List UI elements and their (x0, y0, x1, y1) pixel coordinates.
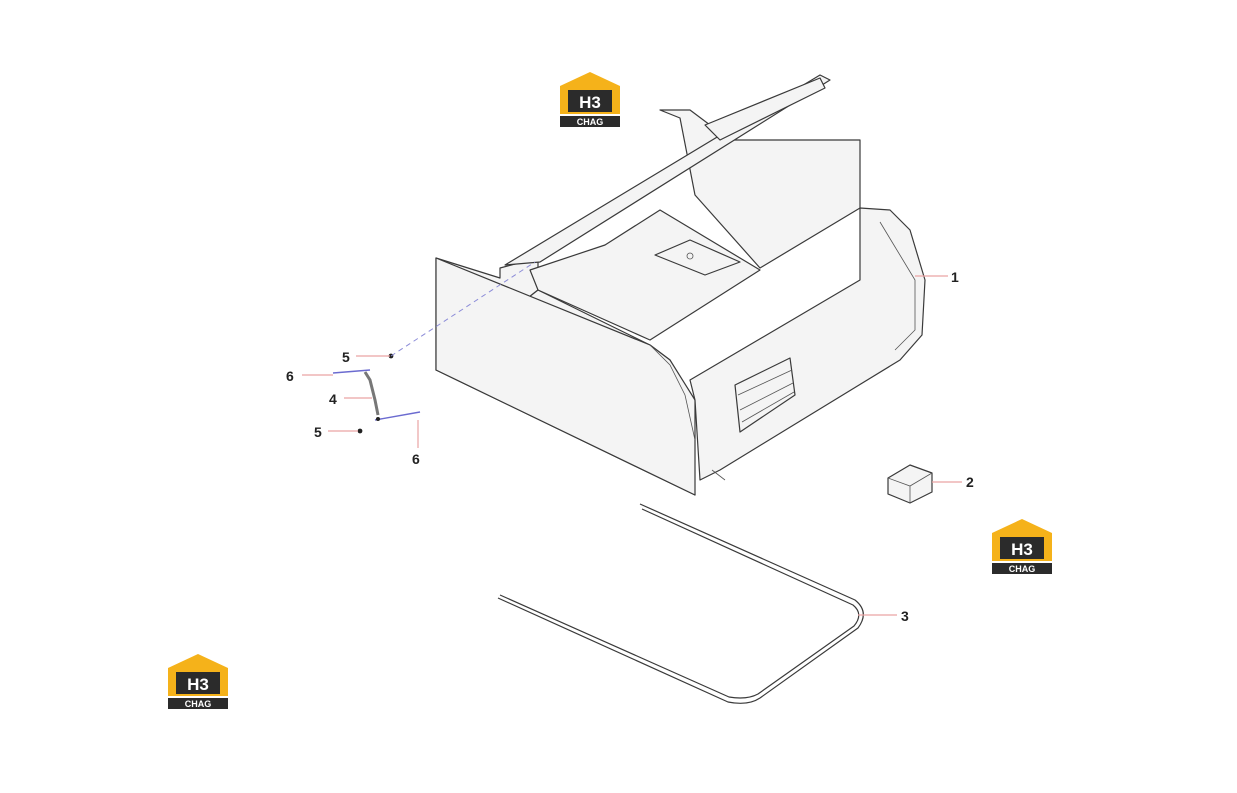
watermark-logo-right: H3 CHAG (992, 519, 1052, 574)
callout-labels: 1 2 3 4 5 5 6 6 (286, 269, 974, 624)
callout-5-top: 5 (342, 349, 350, 365)
part-1-glove-box (435, 74, 926, 496)
part-4-strap (363, 371, 380, 416)
leader-lines (302, 275, 962, 616)
callout-6-bottom: 6 (412, 451, 420, 467)
callout-2: 2 (966, 474, 974, 490)
callout-3: 3 (901, 608, 909, 624)
part-2-bumper (887, 464, 933, 504)
callout-6-left: 6 (286, 368, 294, 384)
svg-text:H3: H3 (1011, 540, 1033, 559)
assembly-line (390, 261, 536, 357)
callout-5-bottom: 5 (314, 424, 322, 440)
svg-text:CHAG: CHAG (1009, 564, 1036, 574)
svg-text:H3: H3 (187, 675, 209, 694)
callout-4: 4 (329, 391, 337, 407)
watermark-logo-left: H3 CHAG (168, 654, 228, 709)
watermark-logo-top: H3 CHAG (560, 72, 620, 127)
part-5-fasteners (357, 353, 394, 434)
part-3-seal (497, 503, 864, 704)
callout-1: 1 (951, 269, 959, 285)
svg-text:CHAG: CHAG (577, 117, 604, 127)
svg-text:CHAG: CHAG (185, 699, 212, 709)
part-6-rods (332, 369, 421, 421)
svg-text:H3: H3 (579, 93, 601, 112)
